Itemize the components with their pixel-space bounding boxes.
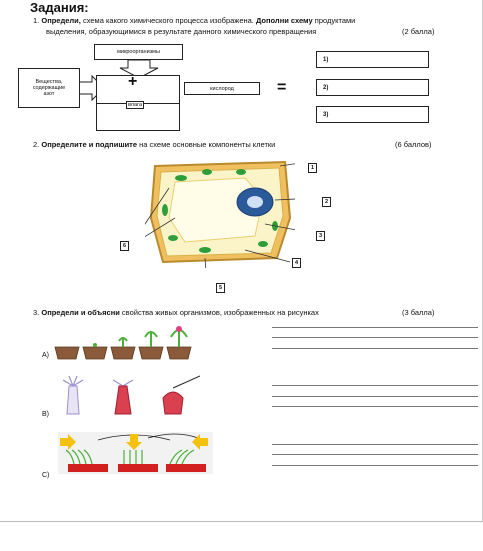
answer-box-3[interactable]: 3) [316,106,429,123]
row-label-c: C) [42,472,50,479]
q3-number: 3. [33,308,40,317]
box-left-line2: содержащие [32,85,66,91]
q1-text1: схема какого химического процесса изобра… [80,16,256,25]
cell-label-5[interactable]: 5 [216,283,225,293]
q1-bold1: Определи, [41,16,81,25]
cell-label-6[interactable]: 6 [120,241,129,251]
moisture-label: влага [126,101,145,109]
answer-line-b1[interactable] [272,385,478,386]
answer-line-c1[interactable] [272,444,478,445]
q3-points: (3 балла) [402,308,435,317]
question-2-text: 2. Определите и подпишите на схеме основ… [33,140,275,150]
q1-text2: продуктами [312,16,356,25]
answer-line-c3[interactable] [272,465,478,466]
q1-points: (2 балла) [402,27,435,36]
answer-line-b2[interactable] [272,396,478,397]
page-title: Задания: [30,0,89,15]
row-a-illustration [54,326,192,360]
answer-line-a1[interactable] [272,327,478,328]
question-1-text: 1. Определи, схема какого химического пр… [33,16,473,26]
cell-label-2[interactable]: 2 [322,197,331,207]
q1-bold2: Дополни схему [255,16,313,25]
box-microorganisms: микроорганизмы [94,44,183,60]
answer-line-a2[interactable] [272,337,478,338]
q2-bold: Определите и подпишите [41,140,138,149]
answer-line-b3[interactable] [272,406,478,407]
cell-label-3[interactable]: 3 [316,231,325,241]
q2-text: на схеме основные компоненты клетки [137,140,276,149]
equals-sign: = [277,79,287,96]
answer-line-c2[interactable] [272,454,478,455]
q3-text: свойства живых организмов, изображенных … [119,308,319,317]
q1-number: 1. [33,16,40,25]
row-c-illustration [58,432,213,474]
q2-number: 2. [33,140,40,149]
row-b-illustration [62,375,200,415]
answer-box-2[interactable]: 2) [316,79,429,96]
row-label-a: A) [42,352,49,359]
q3-bold: Определи и объясни [41,308,120,317]
box-left-line1: Вещества, [35,79,63,85]
answer-box-1[interactable]: 1) [316,51,429,68]
q1-line2: выделения, образующимися в результате да… [46,27,317,36]
question-3-text: 3. Определи и объясни свойства живых орг… [33,308,319,318]
page-bottom-divider [0,521,483,522]
row-label-b: B) [42,411,49,418]
box-oxygen: кислород [184,82,260,95]
plant-cell-illustration [145,160,295,268]
box-center [96,75,180,105]
q2-points: (6 баллов) [395,140,432,149]
box-nitrogen-substances: Вещества, содержащие азот [18,68,80,108]
down-arrow-icon [119,59,159,79]
cell-label-1[interactable]: 1 [308,163,317,173]
cell-label-4[interactable]: 4 [292,258,301,268]
plus-sign: + [128,73,138,90]
box-left-line3: азот [43,91,55,97]
answer-line-a3[interactable] [272,348,478,349]
